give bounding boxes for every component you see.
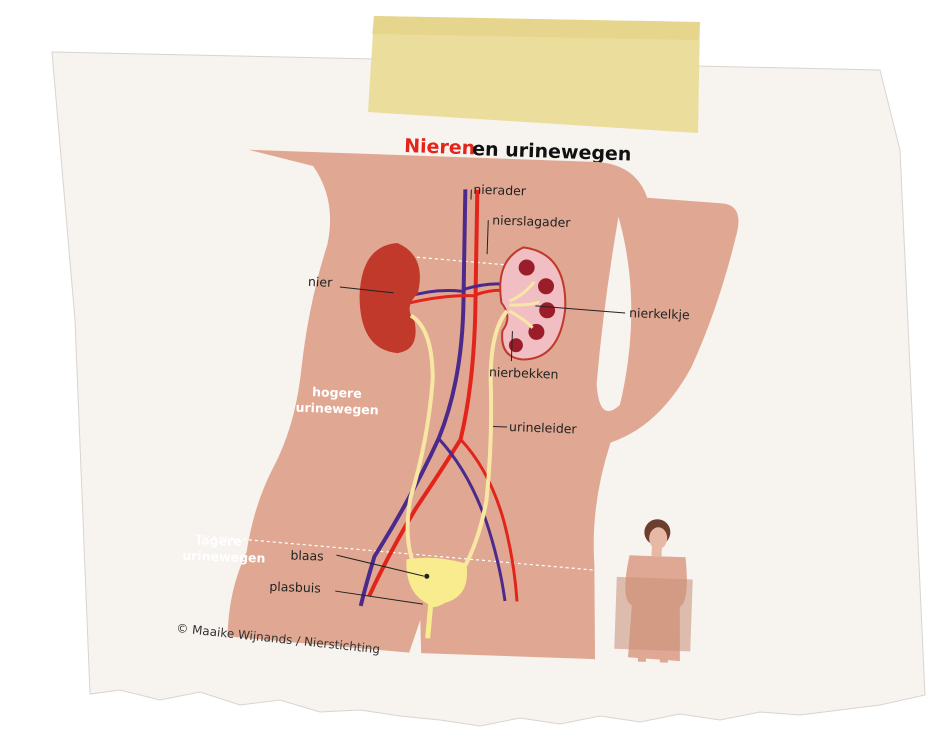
label-urineleider: urineleider <box>509 419 578 436</box>
label-nierbekken: nierbekken <box>489 364 559 381</box>
label-nier: nier <box>308 274 334 290</box>
label-blaas: blaas <box>290 547 324 563</box>
label-hogere-2: urinewegen <box>295 400 379 418</box>
label-lagere-2: urinewegen <box>182 548 266 566</box>
label-lagere-1: lagere <box>197 532 242 549</box>
label-nierkelkje: nierkelkje <box>629 305 690 322</box>
label-plasbuis: plasbuis <box>269 579 321 596</box>
urethra <box>428 602 431 638</box>
label-hogere-1: hogere <box>312 384 362 401</box>
label-nierslagader: nierslagader <box>492 212 572 230</box>
label-nierader: nierader <box>473 182 527 199</box>
